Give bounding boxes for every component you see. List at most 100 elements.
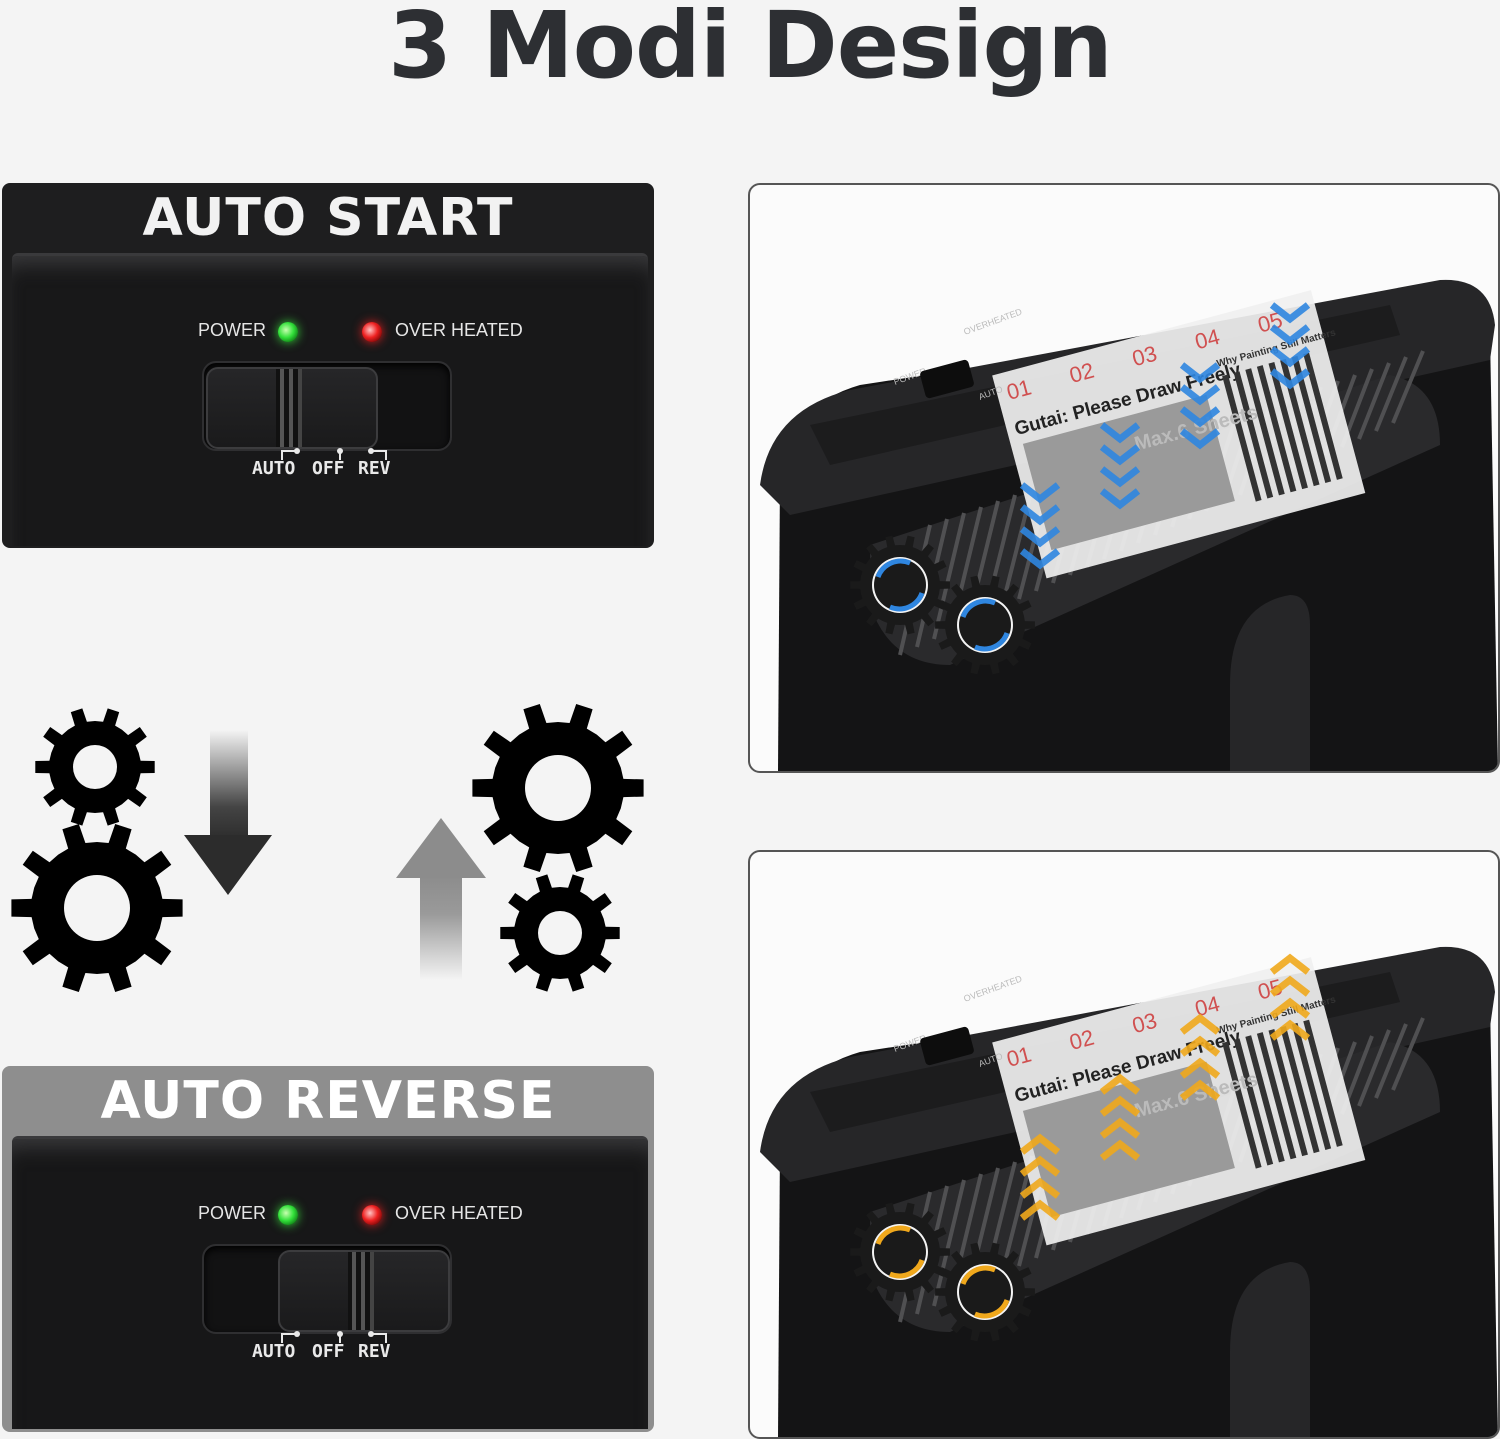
paper-stripe xyxy=(1303,352,1343,480)
cutter-gear-hub xyxy=(874,1226,926,1278)
up-chevron-icon xyxy=(1179,1079,1221,1101)
cutter-blade xyxy=(1391,1017,1425,1091)
paper-stripe xyxy=(1233,371,1274,499)
rotation-arrow-icon xyxy=(960,1265,996,1285)
rotation-arrow-icon xyxy=(889,1259,925,1279)
down-chevron-icon xyxy=(1269,324,1311,346)
mode-switch-knob[interactable] xyxy=(278,1250,450,1332)
lid-switch xyxy=(920,1026,974,1066)
down-chevron-icon xyxy=(1179,428,1221,450)
up-chevron-icon xyxy=(1179,1057,1221,1079)
up-chevron-icon xyxy=(1179,1035,1221,1057)
paper-stripe xyxy=(1256,1032,1297,1160)
overheat-label: OVER HEATED xyxy=(395,1203,523,1223)
paper-stripe xyxy=(1245,1035,1285,1163)
down-chevron-icon xyxy=(1179,362,1221,384)
down-chevron-icon xyxy=(1019,548,1061,570)
paper-stripe xyxy=(1303,1019,1343,1147)
down-chevron-icon xyxy=(1099,466,1141,488)
down-chevron-icon xyxy=(1019,504,1061,526)
down-arrow-shaft xyxy=(210,730,248,840)
control-panel-closeup: POWER OVER HEATED AUTO OFF REV xyxy=(12,1136,648,1429)
cutter-blade xyxy=(932,1179,966,1307)
cutter-gear-hub xyxy=(959,599,1011,651)
cutter-blade xyxy=(932,512,966,640)
rotation-arrow-icon xyxy=(889,592,925,612)
overheat-led-icon xyxy=(362,322,382,342)
cutter-blade xyxy=(1374,356,1408,432)
mode-auto: AUTO xyxy=(252,1341,296,1362)
down-chevron-icon xyxy=(1179,384,1221,406)
mode-off: OFF xyxy=(312,458,345,479)
mode-switch-track[interactable] xyxy=(202,1244,452,1334)
overheat-label: OVER HEATED xyxy=(395,320,523,340)
down-chevron-icon xyxy=(1099,444,1141,466)
mode-switch-track[interactable] xyxy=(202,361,452,451)
switch-grip-icon xyxy=(348,1252,374,1330)
paper-stripe xyxy=(1280,1025,1320,1154)
gear-icon-hole xyxy=(73,745,117,789)
down-chevron-icon xyxy=(1269,302,1311,324)
bin-window xyxy=(1230,595,1310,771)
up-chevron-icon xyxy=(1019,1133,1061,1155)
mode-off: OFF xyxy=(312,1341,345,1362)
paper-stripe xyxy=(1268,1029,1308,1157)
lid-control-label: OVERHEATED xyxy=(962,306,1024,337)
rotation-arrow-icon xyxy=(974,1299,1010,1319)
gear-icon-hole xyxy=(538,911,582,955)
up-chevron-icon xyxy=(1099,1073,1141,1095)
up-chevron-icon xyxy=(1019,1199,1061,1221)
paper-stripe xyxy=(1222,1041,1262,1169)
paper-stripe xyxy=(1291,355,1332,483)
control-panel-closeup: POWER OVER HEATED AUTO OFF REV xyxy=(12,253,648,546)
lid-control-label: OVERHEATED xyxy=(962,973,1024,1004)
down-chevron-icon xyxy=(1019,482,1061,504)
mode-rev: REV xyxy=(358,458,391,479)
up-arrow-shaft xyxy=(420,870,462,980)
cutter-blade xyxy=(1357,1029,1391,1107)
cutter-blade xyxy=(1357,362,1391,440)
power-led-icon xyxy=(278,1205,298,1225)
paper-stripe xyxy=(1256,365,1297,493)
mode-switch-knob[interactable] xyxy=(206,367,378,449)
cutter-gear-hub xyxy=(874,559,926,611)
up-chevron-icon xyxy=(1099,1117,1141,1139)
up-chevron-icon xyxy=(1019,1177,1061,1199)
cutter-blade xyxy=(1374,1023,1408,1099)
page-title: 3 Modi Design xyxy=(388,0,1113,99)
auto-reverse-heading: AUTO REVERSE xyxy=(100,1071,556,1131)
paper-stripe xyxy=(1291,1022,1332,1150)
gear-icon-hole xyxy=(525,755,591,821)
down-chevron-icon xyxy=(1269,346,1311,368)
up-chevron-icon xyxy=(1179,1013,1221,1035)
rotation-arrow-icon xyxy=(875,1225,911,1245)
down-arrow-icon xyxy=(184,835,272,895)
overheat-led-icon xyxy=(362,1205,382,1225)
up-chevron-icon xyxy=(1019,1155,1061,1177)
down-chevron-icon xyxy=(1099,488,1141,510)
up-chevron-icon xyxy=(1269,1019,1311,1041)
up-chevron-icon xyxy=(1099,1139,1141,1161)
paper-stripe xyxy=(1268,362,1308,490)
mode-auto: AUTO xyxy=(252,458,296,479)
lid-switch xyxy=(920,359,974,399)
mode-indicator-icon xyxy=(281,1331,387,1343)
rotation-arrow-icon xyxy=(875,558,911,578)
rotation-arrow-icon xyxy=(960,598,996,618)
cutter-blade xyxy=(1391,350,1425,424)
paper-stripe xyxy=(1280,358,1320,487)
down-chevron-icon xyxy=(1019,526,1061,548)
mode-rev: REV xyxy=(358,1341,391,1362)
switch-grip-icon xyxy=(276,369,302,447)
paper-stripe xyxy=(1245,368,1285,496)
paper-image xyxy=(1022,1061,1235,1218)
paper-stripe xyxy=(1222,374,1262,502)
up-chevron-icon xyxy=(1269,953,1311,975)
down-chevron-icon xyxy=(1269,368,1311,390)
gear-icon-hole xyxy=(64,875,130,941)
up-arrow-icon xyxy=(396,818,486,878)
